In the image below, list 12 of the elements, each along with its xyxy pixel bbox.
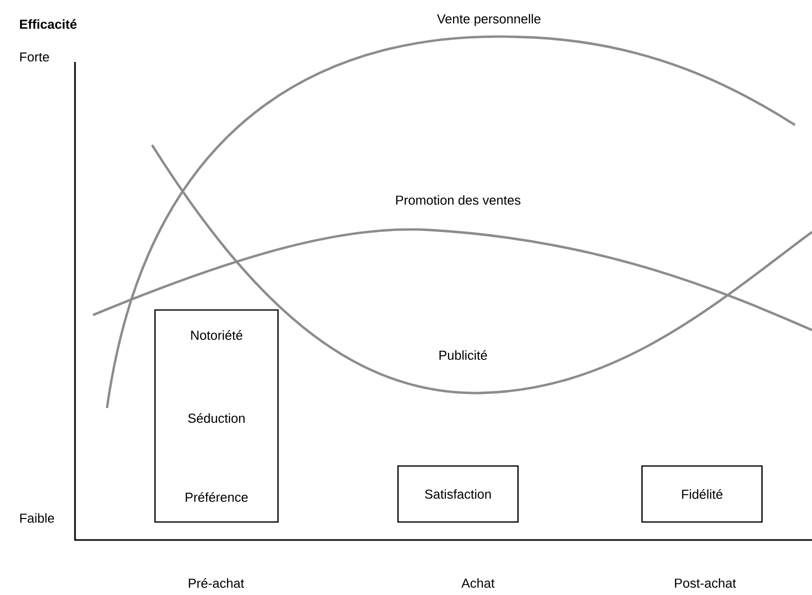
axis-tick-label: Faible xyxy=(20,513,54,523)
curve-label: Vente personnelle xyxy=(437,14,540,26)
y-axis-title: Efficacité xyxy=(20,19,77,29)
text-box: Fidélité xyxy=(641,465,763,523)
axis-category-label: Pré-achat xyxy=(188,578,244,588)
text-box: Notoriété Séduction Préférence xyxy=(154,309,279,523)
curve-label: Publicité xyxy=(440,350,487,360)
axis-category-label: Post-achat xyxy=(675,578,736,588)
text-box: Satisfaction xyxy=(397,465,519,523)
curve-label: Promotion des ventes xyxy=(396,195,520,205)
axis-tick-label: Forte xyxy=(20,52,49,62)
axis-category-label: Achat xyxy=(461,578,495,588)
